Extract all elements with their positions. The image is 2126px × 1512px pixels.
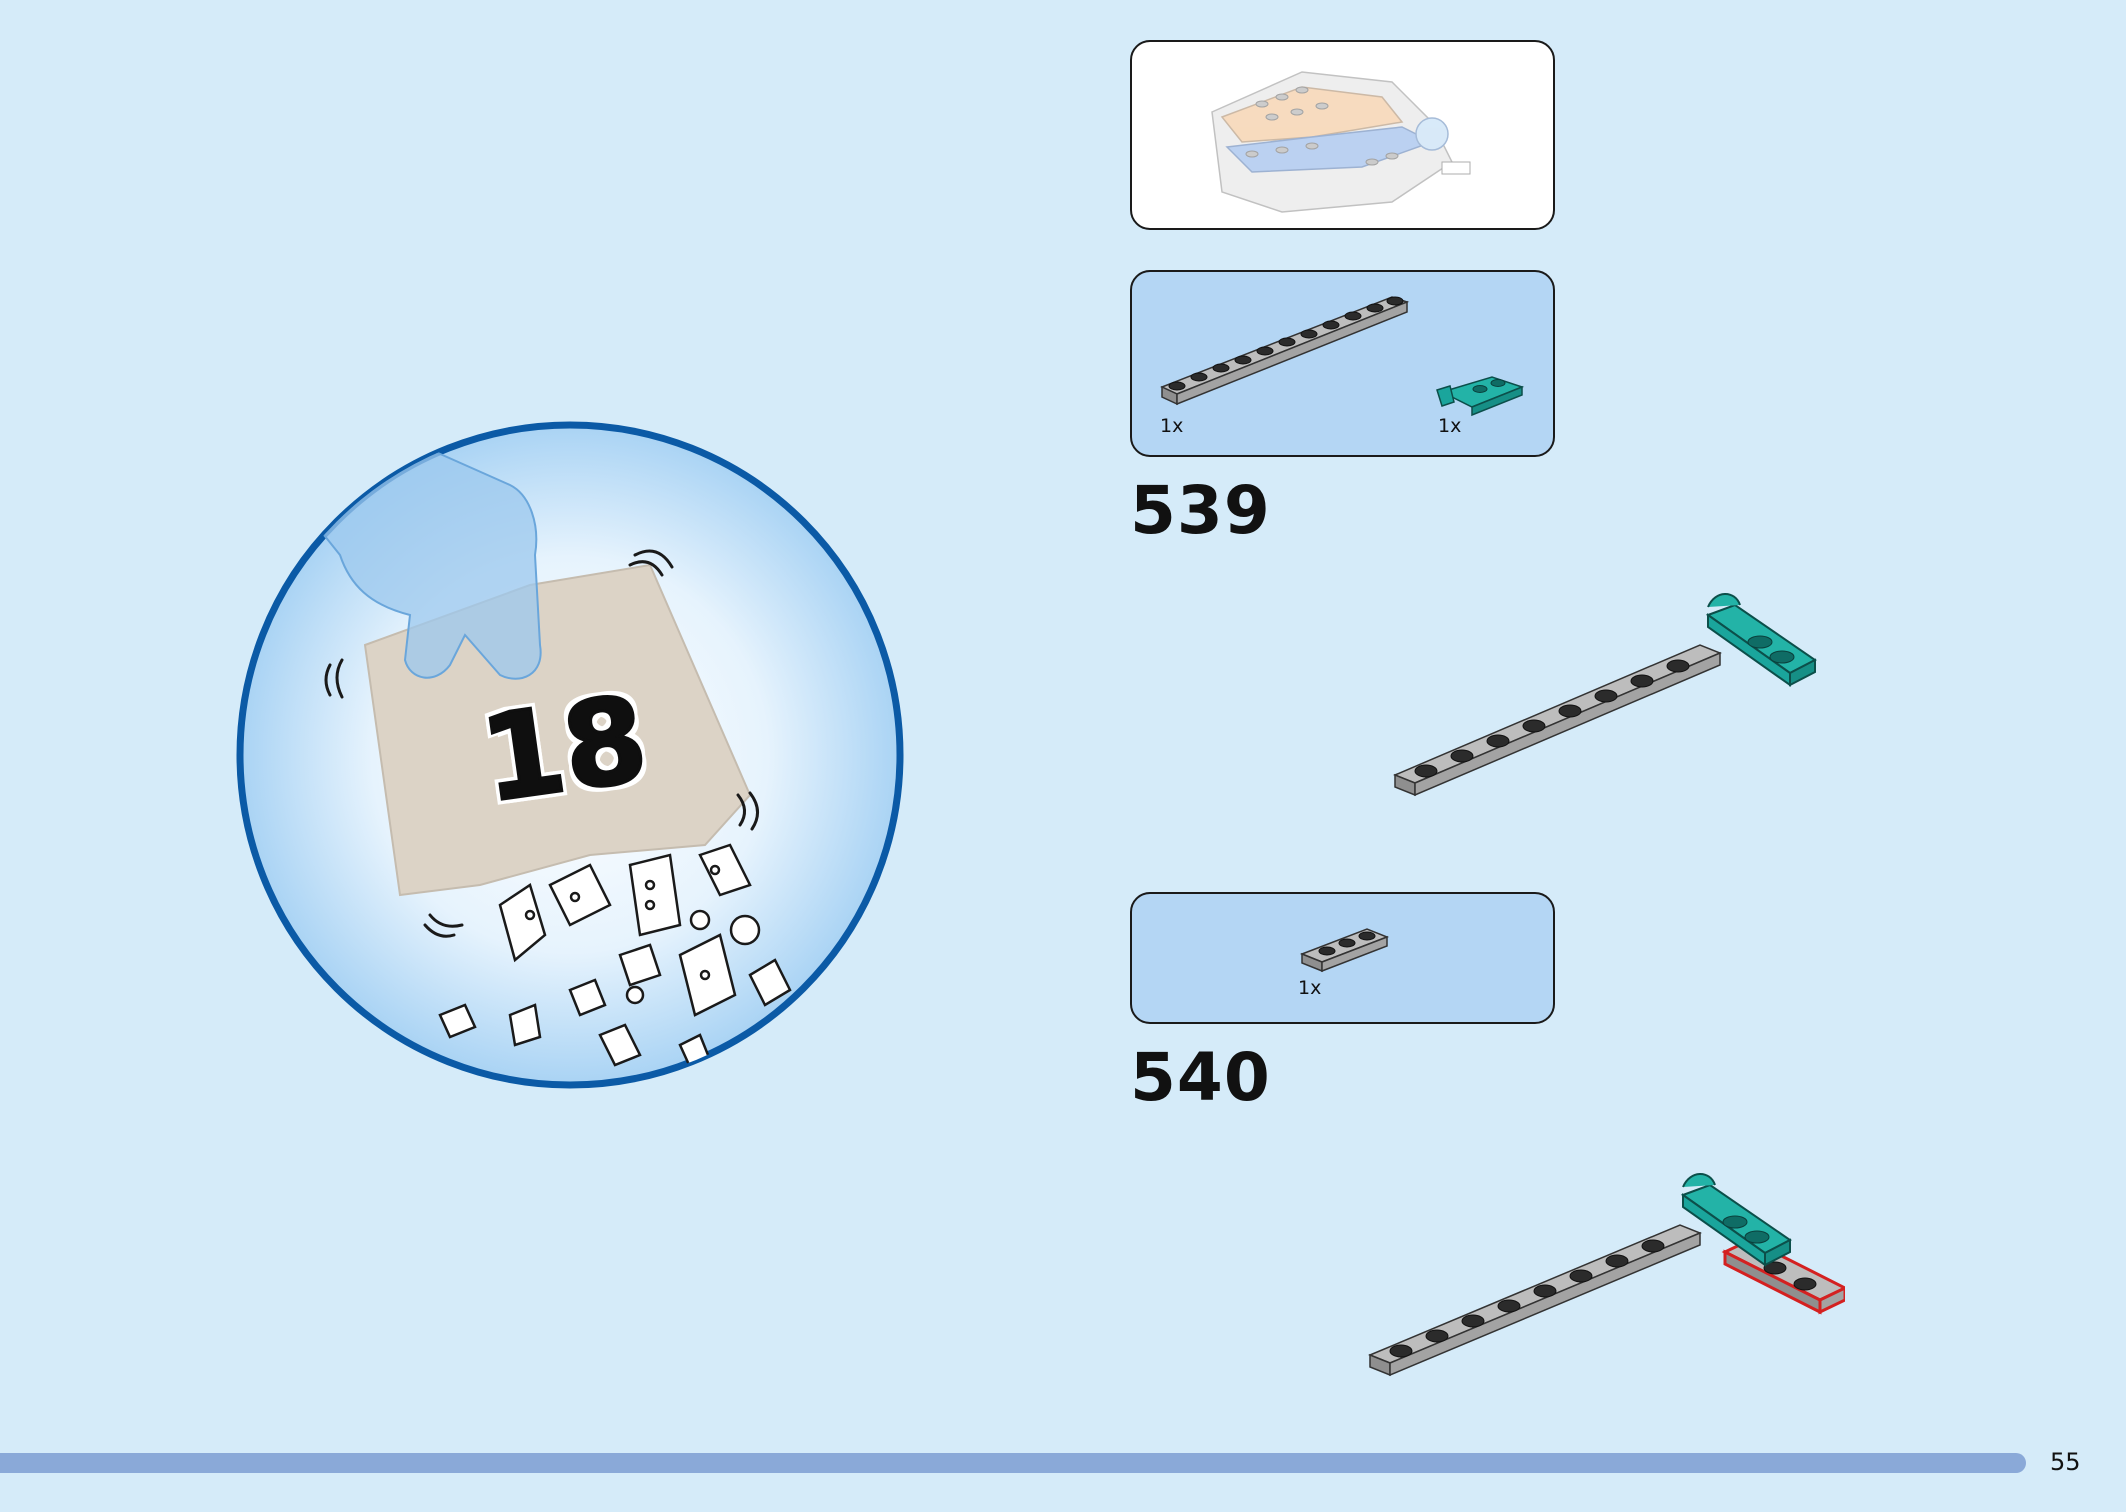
step-number: 539 [1130, 472, 1271, 549]
submodel-preview-icon [1211, 71, 1471, 213]
loose-bricks-icon [438, 843, 792, 1069]
submodel-overview-panel [1130, 40, 1555, 230]
step-539-assembly [1393, 593, 1817, 797]
part-qty: 1x [1438, 415, 1462, 437]
bag-bubble [236, 421, 904, 1089]
gray-plate-1x3-icon [1299, 928, 1390, 973]
teal-hinge-plate-icon [1436, 376, 1525, 417]
part-qty: 1x [1298, 977, 1322, 999]
step-540-assembly [1368, 1173, 1845, 1377]
parts-list-539: 1x 1x [1130, 270, 1555, 457]
progress-bar [0, 1453, 2026, 1473]
part-qty: 1x [1160, 415, 1184, 437]
step-number: 540 [1130, 1039, 1271, 1116]
page-number: 55 [2050, 1448, 2081, 1476]
bag-number: 18 [472, 668, 657, 831]
gray-plate-1x12-icon [1160, 296, 1410, 406]
parts-list-540: 1x [1130, 892, 1555, 1024]
bag-icon [363, 563, 752, 897]
